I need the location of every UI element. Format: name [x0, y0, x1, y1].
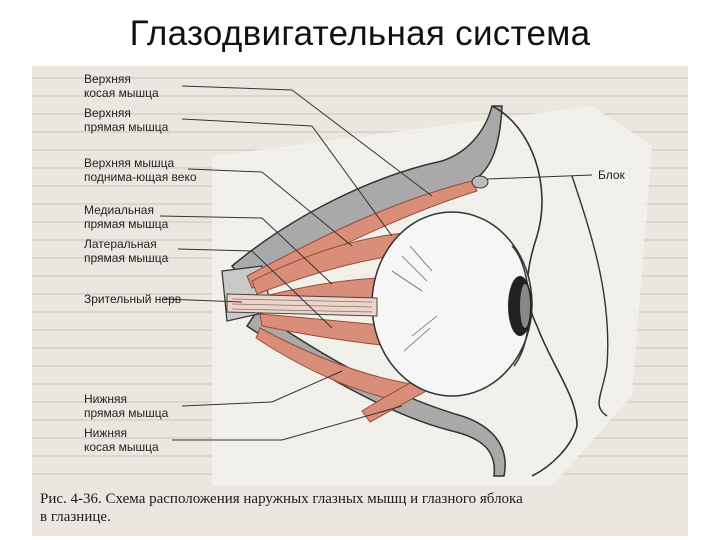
slide-title: Глазодвигательная система	[129, 14, 591, 53]
muscles	[246, 180, 479, 423]
label-superior-rectus: Верхняя прямая мышца	[84, 106, 168, 134]
label-line: прямая мышца	[84, 217, 169, 231]
eyeball	[371, 211, 533, 397]
leader-lines	[159, 85, 593, 441]
eyelid-profile	[491, 105, 578, 477]
label-line: прямая мышца	[84, 120, 169, 134]
orbit-diagram	[32, 77, 688, 486]
caption-line: Рис. 4-36. Схема расположения наружных г…	[40, 491, 523, 507]
label-line: Нижняя	[84, 392, 128, 406]
label-trochlea: Блок	[598, 168, 625, 182]
label-optic-nerve: Зрительный нерв	[84, 292, 182, 306]
trochlea	[471, 175, 489, 189]
optic-nerve	[226, 293, 378, 317]
label-line: косая мышца	[84, 86, 159, 100]
diagram-scan: Верхняя косая мышца Верхняя прямая мышца…	[32, 66, 688, 536]
label-line: косая мышца	[84, 440, 159, 454]
label-line: прямая мышца	[84, 251, 169, 265]
label-inferior-rectus: Нижняя прямая мышца	[84, 392, 168, 420]
label-line: прямая мышца	[84, 406, 169, 420]
label-line: Верхняя	[84, 72, 131, 86]
label-line: Медиальная	[84, 203, 154, 217]
label-lateral-rectus: Латеральная прямая мышца	[84, 237, 168, 265]
label-inferior-oblique: Нижняя косая мышца	[84, 426, 159, 454]
label-superior-oblique: Верхняя косая мышца	[84, 72, 159, 100]
label-line: Верхняя	[84, 106, 131, 120]
label-medial-rectus: Медиальная прямая мышца	[84, 203, 168, 231]
caption-line: в глазнице.	[40, 509, 111, 525]
label-line: поднима-ющая веко	[84, 170, 197, 184]
label-levator: Верхняя мышца поднима-ющая веко	[84, 156, 197, 184]
label-line: Верхняя мышца	[84, 156, 175, 170]
label-line: Нижняя	[84, 426, 128, 440]
label-line: Латеральная	[84, 237, 157, 251]
figure-caption: Рис. 4-36. Схема расположения наружных г…	[40, 490, 680, 526]
